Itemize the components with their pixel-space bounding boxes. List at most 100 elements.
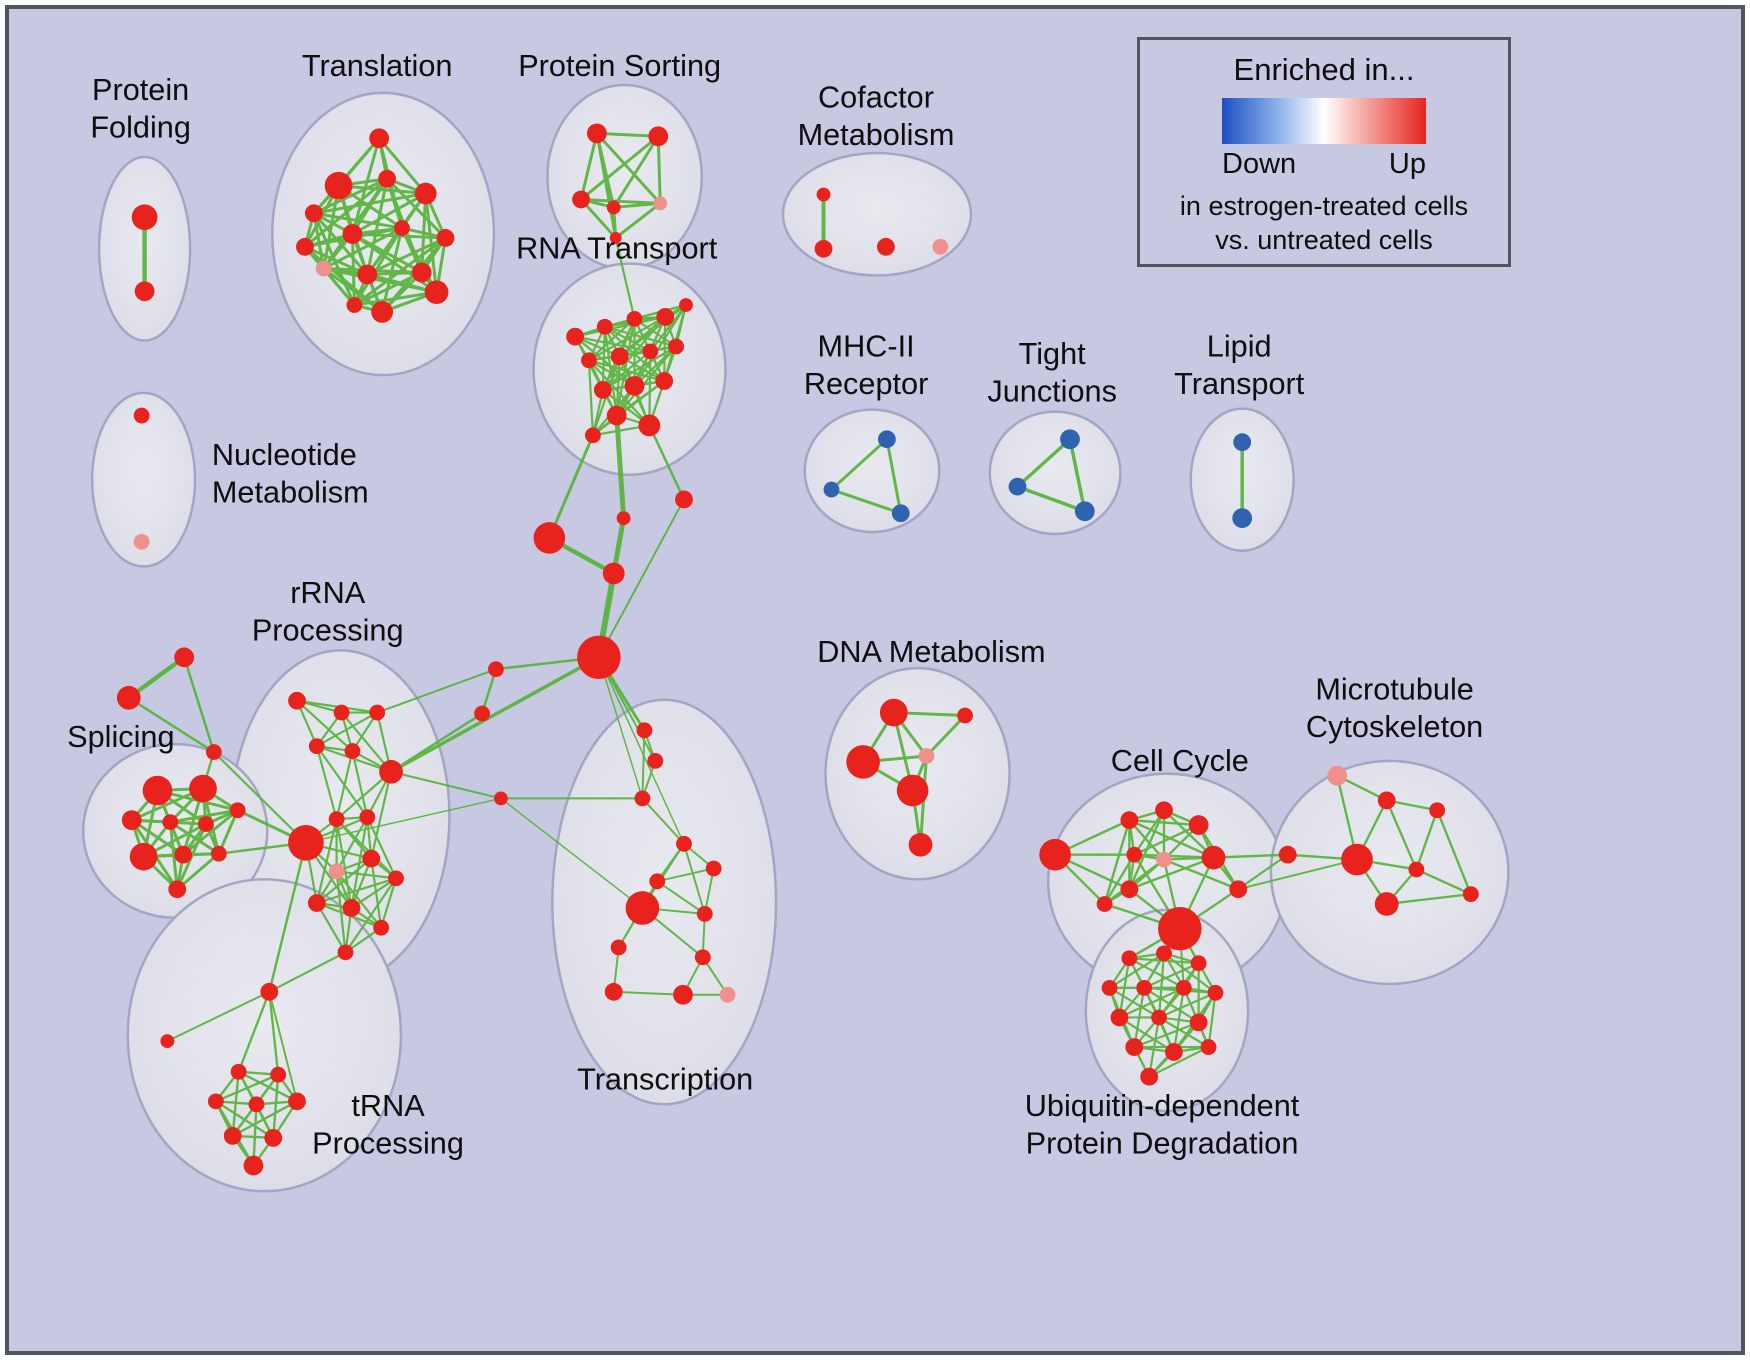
- geneset-node-tn6[interactable]: [248, 1096, 265, 1113]
- geneset-node-sp8[interactable]: [174, 845, 193, 864]
- geneset-node-mh3[interactable]: [891, 504, 910, 523]
- geneset-node-rt15[interactable]: [585, 427, 601, 444]
- geneset-node-rt9[interactable]: [668, 338, 684, 355]
- geneset-node-tr3[interactable]: [304, 204, 323, 223]
- geneset-node-rr4[interactable]: [308, 738, 325, 755]
- geneset-node-sp2[interactable]: [189, 774, 217, 803]
- geneset-node-rr8[interactable]: [328, 811, 345, 828]
- geneset-node-ps1[interactable]: [586, 123, 607, 144]
- geneset-node-rr12[interactable]: [388, 870, 404, 887]
- geneset-node-tn7[interactable]: [288, 1092, 306, 1111]
- geneset-node-rt7[interactable]: [610, 347, 629, 366]
- geneset-node-rr7[interactable]: [288, 825, 324, 861]
- geneset-node-rt2[interactable]: [596, 318, 613, 335]
- geneset-node-rr13[interactable]: [307, 894, 326, 912]
- geneset-node-rr6[interactable]: [379, 759, 403, 784]
- geneset-node-rr14[interactable]: [342, 899, 361, 917]
- geneset-node-rt5[interactable]: [679, 298, 693, 312]
- geneset-node-rt6[interactable]: [581, 352, 597, 369]
- geneset-node-ub7[interactable]: [1207, 984, 1224, 1001]
- geneset-node-tr11[interactable]: [357, 264, 378, 285]
- geneset-node-ub6[interactable]: [1175, 979, 1192, 996]
- geneset-node-ub2[interactable]: [1156, 945, 1172, 962]
- geneset-node-tr15[interactable]: [346, 297, 363, 313]
- geneset-node-cc11[interactable]: [1158, 906, 1202, 951]
- geneset-node-dm3[interactable]: [846, 745, 880, 779]
- geneset-node-sp6[interactable]: [229, 802, 246, 819]
- geneset-node-ps6[interactable]: [609, 232, 622, 244]
- geneset-node-ub9[interactable]: [1151, 1009, 1167, 1026]
- geneset-node-mc5[interactable]: [1341, 843, 1373, 876]
- geneset-node-mh2[interactable]: [823, 481, 840, 498]
- geneset-node-tr14[interactable]: [371, 301, 394, 323]
- geneset-node-tc10[interactable]: [694, 949, 711, 966]
- geneset-node-tn2[interactable]: [160, 1034, 175, 1049]
- geneset-node-rr16[interactable]: [337, 944, 354, 961]
- geneset-node-rr10[interactable]: [328, 863, 345, 880]
- geneset-node-cf1[interactable]: [816, 187, 831, 202]
- geneset-node-ub13[interactable]: [1200, 1039, 1217, 1055]
- geneset-node-sp10[interactable]: [168, 880, 187, 899]
- geneset-node-mc7[interactable]: [1462, 886, 1479, 903]
- geneset-node-f4[interactable]: [602, 562, 625, 585]
- geneset-node-tn3[interactable]: [230, 1063, 247, 1080]
- geneset-node-dm6[interactable]: [908, 832, 933, 857]
- geneset-node-dm1[interactable]: [879, 698, 908, 727]
- geneset-node-tn1[interactable]: [260, 982, 279, 1001]
- geneset-node-tr10[interactable]: [315, 260, 332, 277]
- geneset-node-sp3[interactable]: [121, 810, 142, 830]
- geneset-node-cc10[interactable]: [1096, 896, 1113, 912]
- geneset-node-ub1[interactable]: [1121, 950, 1138, 967]
- geneset-node-tc13[interactable]: [719, 986, 736, 1003]
- geneset-node-mh1[interactable]: [877, 430, 896, 449]
- geneset-node-rt10[interactable]: [593, 381, 612, 399]
- geneset-node-rr3[interactable]: [369, 704, 386, 721]
- geneset-node-ub11[interactable]: [1125, 1038, 1144, 1056]
- geneset-node-sp1[interactable]: [142, 775, 173, 806]
- geneset-node-tr2[interactable]: [324, 171, 353, 200]
- geneset-node-ub14[interactable]: [1140, 1067, 1159, 1086]
- geneset-node-f1[interactable]: [675, 490, 693, 509]
- geneset-node-cc6[interactable]: [1156, 851, 1172, 868]
- geneset-node-cf4[interactable]: [932, 238, 949, 255]
- geneset-node-tn8[interactable]: [223, 1127, 242, 1145]
- geneset-node-rr9[interactable]: [359, 809, 376, 826]
- geneset-node-tn4[interactable]: [270, 1066, 287, 1083]
- geneset-node-f3[interactable]: [533, 522, 566, 554]
- geneset-node-mc6[interactable]: [1408, 861, 1425, 878]
- geneset-node-ps5[interactable]: [653, 196, 668, 211]
- geneset-node-s3[interactable]: [205, 744, 222, 760]
- geneset-node-f7[interactable]: [493, 791, 508, 806]
- geneset-node-mc3[interactable]: [1429, 802, 1446, 819]
- geneset-node-cc8[interactable]: [1120, 880, 1139, 899]
- geneset-node-rr1[interactable]: [288, 691, 306, 710]
- geneset-node-tr1[interactable]: [369, 128, 390, 149]
- geneset-node-rt4[interactable]: [656, 307, 675, 326]
- geneset-node-tc9[interactable]: [610, 939, 627, 956]
- geneset-node-ub12[interactable]: [1164, 1043, 1183, 1061]
- geneset-node-ps3[interactable]: [572, 190, 590, 209]
- geneset-node-tr12[interactable]: [411, 262, 432, 283]
- geneset-node-cc1[interactable]: [1039, 838, 1071, 871]
- geneset-node-tj2[interactable]: [1008, 477, 1027, 496]
- geneset-node-rt3[interactable]: [626, 310, 643, 327]
- geneset-node-tr8[interactable]: [393, 220, 410, 236]
- geneset-node-tc5[interactable]: [705, 860, 722, 877]
- geneset-node-sp4[interactable]: [162, 814, 179, 830]
- geneset-node-rt12[interactable]: [655, 372, 674, 390]
- geneset-node-tc6[interactable]: [649, 873, 666, 890]
- geneset-node-tn5[interactable]: [207, 1093, 224, 1110]
- geneset-node-tj3[interactable]: [1074, 501, 1095, 522]
- geneset-node-sp7[interactable]: [129, 842, 158, 871]
- geneset-node-ub5[interactable]: [1136, 979, 1153, 996]
- geneset-node-cc7[interactable]: [1201, 845, 1226, 870]
- geneset-node-cc5[interactable]: [1126, 846, 1143, 863]
- geneset-node-tr13[interactable]: [424, 280, 449, 305]
- geneset-node-f5[interactable]: [488, 661, 504, 678]
- geneset-node-s2[interactable]: [116, 685, 141, 710]
- geneset-node-tr7[interactable]: [342, 224, 363, 244]
- geneset-node-rr15[interactable]: [373, 919, 390, 936]
- geneset-node-rr11[interactable]: [362, 849, 381, 868]
- geneset-node-ub8[interactable]: [1110, 1008, 1129, 1027]
- geneset-node-f6[interactable]: [474, 705, 491, 722]
